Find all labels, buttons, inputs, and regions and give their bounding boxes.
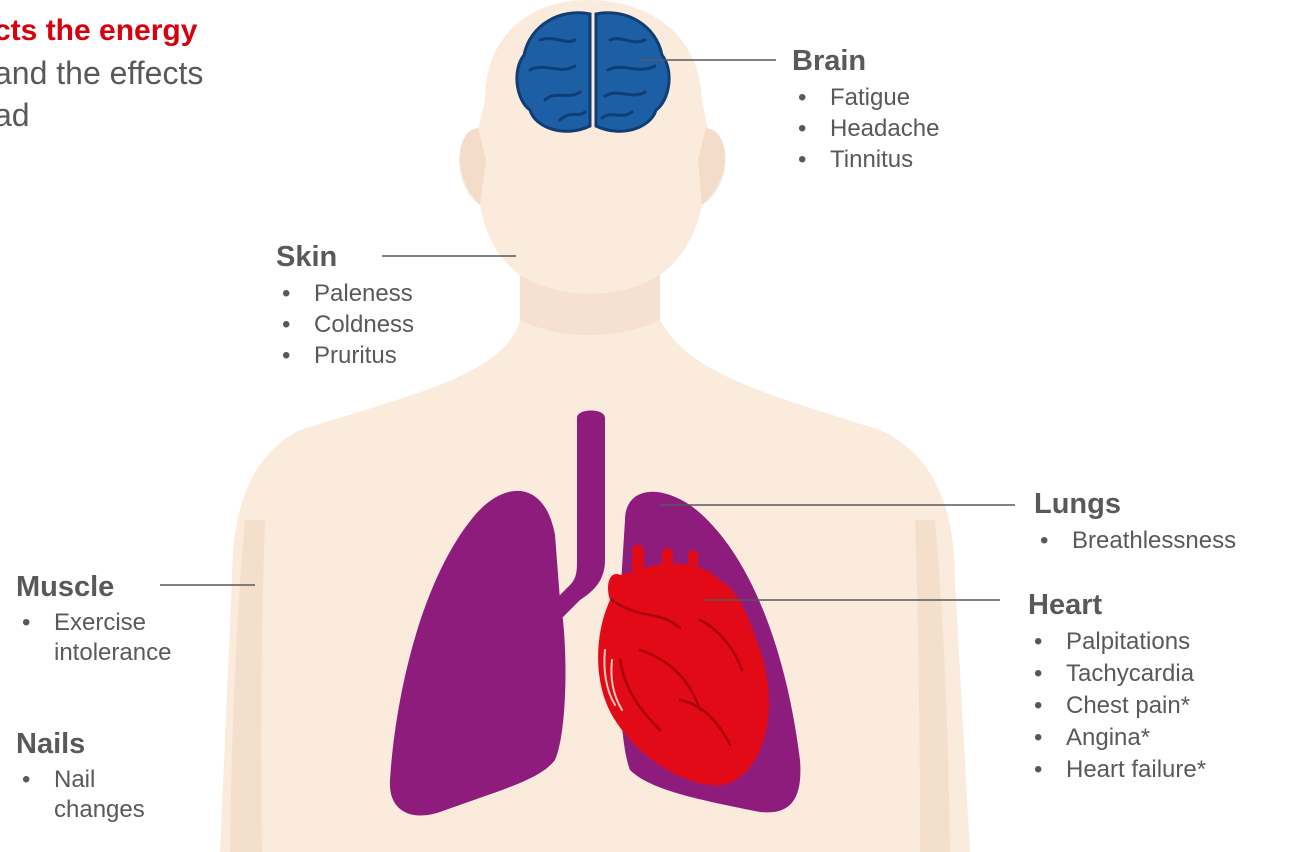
symptom-item: Palpitations	[1028, 626, 1206, 658]
brain-title: Brain	[792, 44, 939, 78]
brain-symptom-list: Fatigue Headache Tinnitus	[792, 82, 939, 175]
symptom-item: Coldness	[276, 309, 414, 340]
skin-title: Skin	[276, 240, 414, 274]
lungs-callout: Lungs Breathlessness	[1034, 487, 1236, 556]
intro-highlight: cts the energy	[0, 10, 203, 52]
symptom-item: Angina*	[1028, 722, 1206, 754]
symptom-item: Breathlessness	[1034, 525, 1236, 556]
brain-callout: Brain Fatigue Headache Tinnitus	[792, 44, 939, 175]
symptom-item: Paleness	[276, 278, 414, 309]
symptom-item: Pruritus	[276, 340, 414, 371]
symptom-item: Tinnitus	[792, 144, 939, 175]
intro-line-2: and the effects	[0, 52, 203, 94]
nails-callout: Nails Nail changes	[16, 727, 166, 825]
symptom-item: Tachycardia	[1028, 658, 1206, 690]
nails-symptom-list: Nail changes	[16, 765, 166, 825]
skin-symptom-list: Paleness Coldness Pruritus	[276, 278, 414, 371]
lungs-title: Lungs	[1034, 487, 1236, 521]
heart-symptom-list: Palpitations Tachycardia Chest pain* Ang…	[1028, 626, 1206, 786]
symptom-item: Fatigue	[792, 82, 939, 113]
lungs-symptom-list: Breathlessness	[1034, 525, 1236, 556]
symptom-item: Headache	[792, 113, 939, 144]
muscle-symptom-list: Exercise intolerance	[16, 608, 216, 668]
nails-title: Nails	[16, 727, 166, 761]
skin-callout: Skin Paleness Coldness Pruritus	[276, 240, 414, 371]
symptom-item: Chest pain*	[1028, 690, 1206, 722]
muscle-callout: Muscle Exercise intolerance	[16, 570, 216, 668]
intro-line-3: ad	[0, 94, 203, 136]
intro-text: cts the energy and the effects ad	[0, 10, 203, 136]
muscle-title: Muscle	[16, 570, 216, 604]
symptom-item: Heart failure*	[1028, 754, 1206, 786]
symptom-item: Exercise intolerance	[16, 608, 216, 668]
heart-title: Heart	[1028, 588, 1206, 622]
symptom-item: Nail changes	[16, 765, 166, 825]
heart-callout: Heart Palpitations Tachycardia Chest pai…	[1028, 588, 1206, 786]
